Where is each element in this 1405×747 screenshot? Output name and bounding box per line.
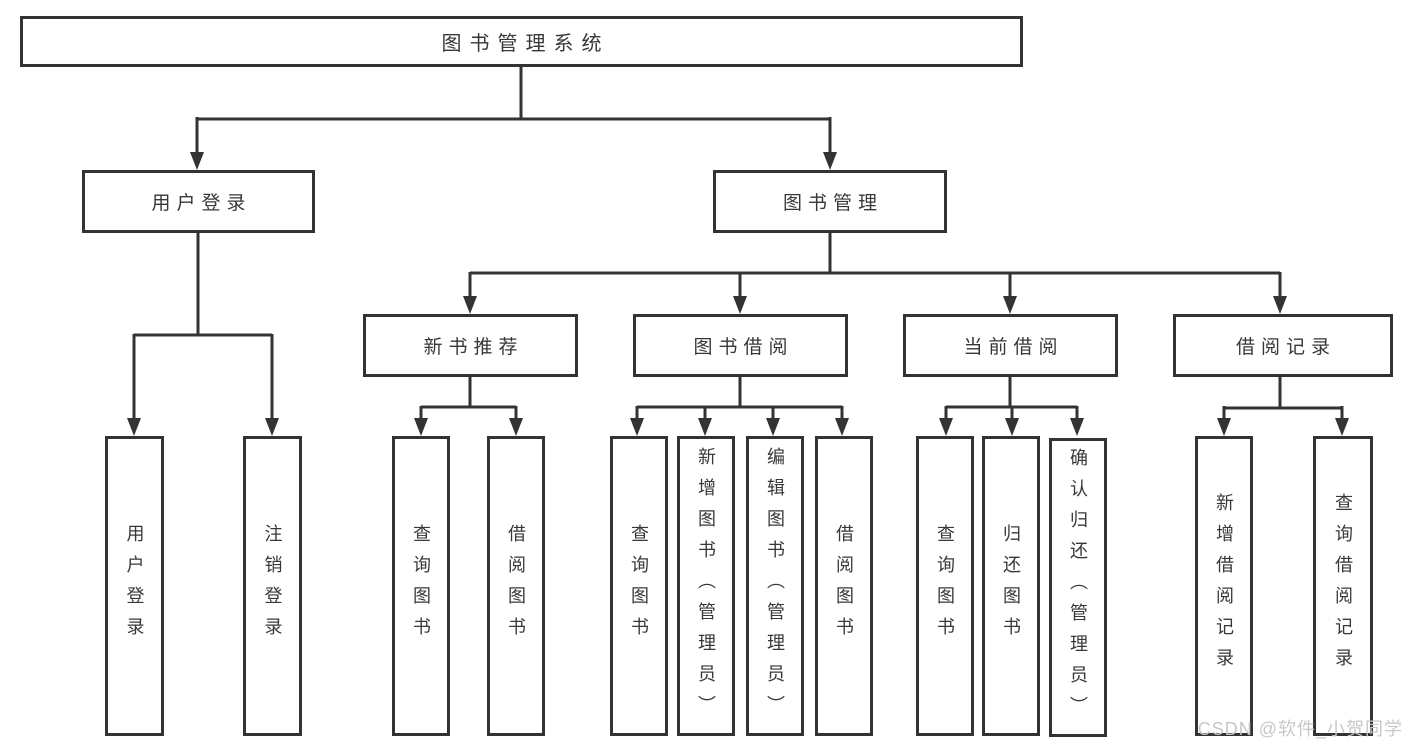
node-book-borrowing: 图书借阅 <box>633 314 848 377</box>
arrow-down-icon <box>1003 296 1017 314</box>
node-label: 用户登录 <box>151 193 252 214</box>
node-library-management-system: 图书管理系统 <box>20 16 1023 67</box>
leaf-borrow-books-1: 借阅图书 <box>487 436 545 736</box>
leaf-user-login: 用户登录 <box>105 436 164 736</box>
node-label: 图书管理系统 <box>441 33 610 55</box>
arrow-down-icon <box>265 418 279 436</box>
leaf-query-books-2: 查询图书 <box>610 436 668 736</box>
leaf-label: 归还图书 <box>1001 524 1021 648</box>
arrow-down-icon <box>766 418 780 436</box>
arrow-down-icon <box>698 418 712 436</box>
leaf-label: 用户登录 <box>124 524 145 648</box>
node-label: 图书管理 <box>782 193 883 214</box>
csdn-watermark: CSDN @软件_小贺同学 <box>1197 719 1403 739</box>
leaf-label: 查询借阅记录 <box>1333 493 1353 679</box>
node-new-book-recommendation: 新书推荐 <box>363 314 578 377</box>
leaf-edit-book-admin: 编辑图书（管理员） <box>746 436 804 736</box>
leaf-label: 借阅图书 <box>834 524 854 648</box>
arrow-down-icon <box>630 418 644 436</box>
arrow-down-icon <box>939 418 953 436</box>
node-label: 借阅记录 <box>1235 337 1336 358</box>
node-label: 新书推荐 <box>423 337 524 358</box>
leaf-label: 查询图书 <box>629 524 649 648</box>
arrow-down-icon <box>414 418 428 436</box>
leaf-label: 查询图书 <box>935 524 955 648</box>
arrow-down-icon <box>509 418 523 436</box>
arrow-down-icon <box>835 418 849 436</box>
leaf-label: 查询图书 <box>411 524 431 648</box>
arrow-down-icon <box>823 152 837 170</box>
leaf-label: 新增图书（管理员） <box>696 446 716 726</box>
leaf-label: 注销登录 <box>262 524 283 648</box>
leaf-return-books: 归还图书 <box>982 436 1040 736</box>
arrow-down-icon <box>1005 418 1019 436</box>
arrow-down-icon <box>1335 418 1349 436</box>
leaf-label: 确认归还（管理员） <box>1068 448 1088 727</box>
arrowheads <box>127 152 1349 436</box>
leaf-label: 编辑图书（管理员） <box>765 446 785 726</box>
arrow-down-icon <box>190 152 204 170</box>
node-label: 图书借阅 <box>693 337 794 358</box>
leaf-label: 新增借阅记录 <box>1214 493 1234 679</box>
arrow-down-icon <box>463 296 477 314</box>
arrow-down-icon <box>127 418 141 436</box>
leaf-confirm-return-admin: 确认归还（管理员） <box>1049 438 1107 737</box>
node-book-management: 图书管理 <box>713 170 947 233</box>
arrow-down-icon <box>733 296 747 314</box>
leaf-add-book-admin: 新增图书（管理员） <box>677 436 735 736</box>
leaf-query-books-1: 查询图书 <box>392 436 450 736</box>
node-user-login: 用户登录 <box>82 170 315 233</box>
leaf-query-borrow-record: 查询借阅记录 <box>1313 436 1373 736</box>
arrow-down-icon <box>1070 418 1084 436</box>
leaf-borrow-books-2: 借阅图书 <box>815 436 873 736</box>
arrow-down-icon <box>1273 296 1287 314</box>
leaf-query-books-3: 查询图书 <box>916 436 974 736</box>
leaf-logout: 注销登录 <box>243 436 302 736</box>
leaf-label: 借阅图书 <box>506 524 526 648</box>
node-borrowing-records: 借阅记录 <box>1173 314 1393 377</box>
leaf-add-borrow-record: 新增借阅记录 <box>1195 436 1253 736</box>
node-label: 当前借阅 <box>963 337 1064 358</box>
arrow-down-icon <box>1217 418 1231 436</box>
tree-edges <box>132 66 1344 420</box>
node-current-borrowing: 当前借阅 <box>903 314 1118 377</box>
